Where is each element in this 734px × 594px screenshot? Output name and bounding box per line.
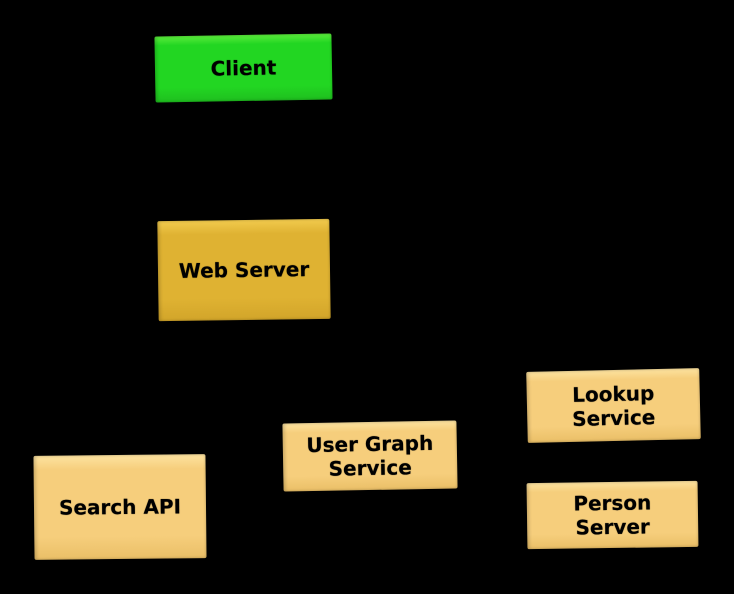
node-web-server-label: Web Server [178,257,310,283]
node-user-graph-service[interactable]: User Graph Service [282,420,458,492]
node-lookup-service[interactable]: Lookup Service [526,368,701,443]
node-person-server[interactable]: Person Server [526,480,699,550]
node-client[interactable]: Client [154,33,333,103]
node-search-api[interactable]: Search API [33,454,207,560]
node-lookup-service-label: Lookup Service [571,380,656,431]
node-client-label: Client [210,55,277,81]
node-search-api-label: Search API [58,494,182,520]
node-user-graph-service-label: User Graph Service [306,430,434,481]
node-web-server[interactable]: Web Server [157,218,331,322]
node-person-server-label: Person Server [573,490,652,540]
